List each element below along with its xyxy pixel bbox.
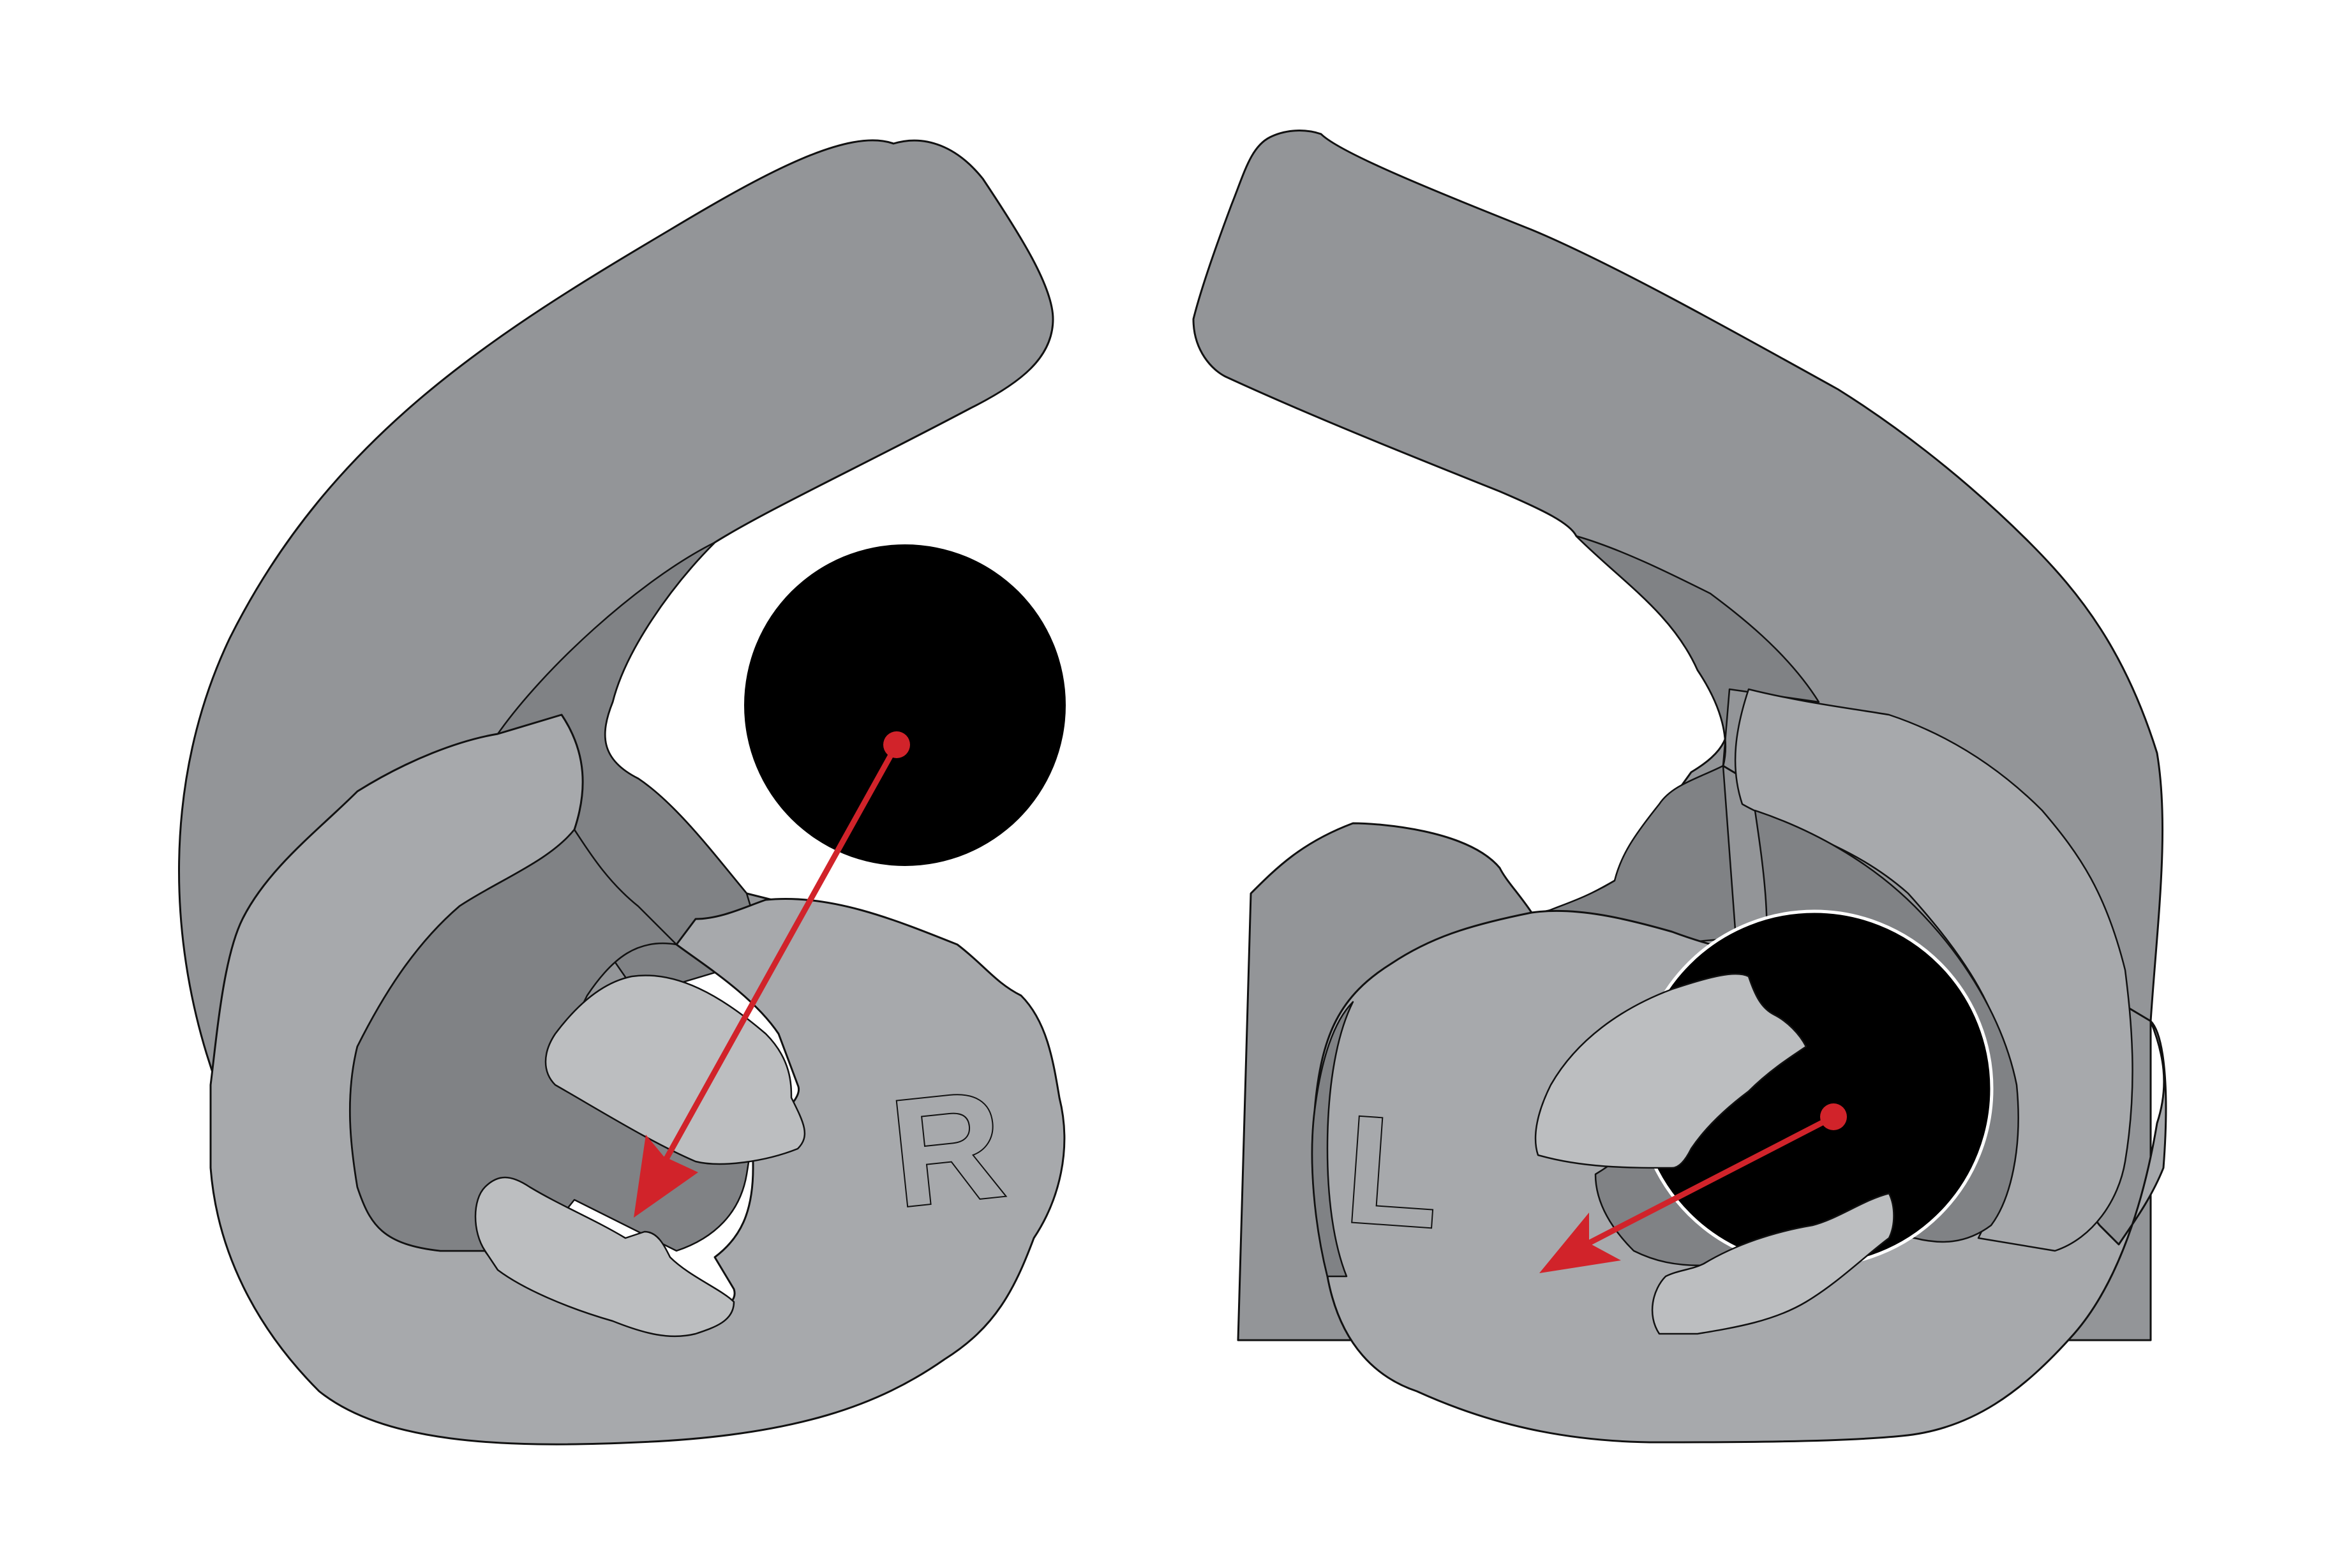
left-arrow-origin-dot [1820, 1103, 1847, 1130]
left-earpiece-icon: L [1192, 130, 2167, 1444]
right-arrow-origin-dot [883, 731, 910, 758]
left-lower-tip [1651, 1192, 1895, 1335]
left-side-bulge [1311, 1001, 1354, 1278]
left-arrow-shaft [1573, 1114, 1837, 1253]
right-letter-label: R [883, 1057, 1011, 1239]
right-ear-opening [744, 544, 1066, 866]
right-lower-tip [474, 1176, 735, 1338]
arrow-down-left-icon [1539, 1213, 1621, 1273]
left-letter-label: L [1340, 1083, 1445, 1260]
left-inner-shadow-2 [1543, 765, 1737, 946]
right-arrow-shaft [651, 742, 900, 1184]
left-upper-tip [1534, 973, 1807, 1169]
arrow-down-left-icon [634, 1135, 698, 1218]
right-earpiece-icon: R [178, 139, 1066, 1445]
